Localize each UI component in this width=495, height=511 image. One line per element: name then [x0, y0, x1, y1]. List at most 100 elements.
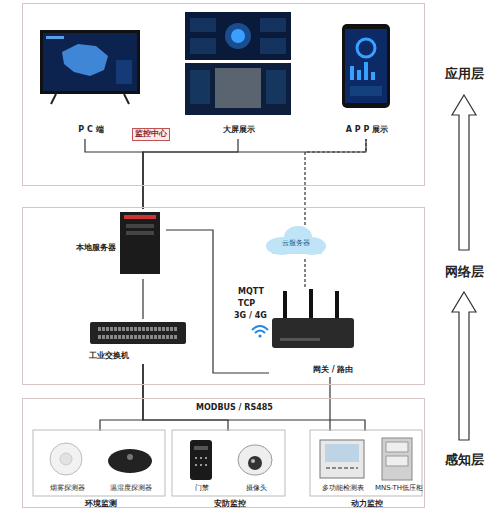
power-meter	[320, 440, 364, 478]
big-screen	[231, 29, 245, 43]
low-voltage-cabinet	[382, 438, 412, 480]
bus-connector	[142, 279, 143, 319]
door-access	[194, 446, 208, 450]
smoke-detector	[60, 453, 72, 465]
low-voltage-cabinet	[386, 442, 408, 452]
node-label: 大屏展示	[184, 125, 294, 135]
humidity-sensor	[108, 449, 152, 473]
node-label: 应用层	[442, 66, 486, 82]
low-voltage-cabinet	[382, 438, 412, 480]
device-node: 多功能检测表	[314, 437, 372, 495]
node-label: 摄像头	[229, 484, 284, 492]
protocol-label: MODBUS / RS485	[196, 403, 273, 413]
big-screen	[260, 18, 286, 32]
power-meter	[325, 444, 359, 462]
group-frame	[33, 430, 165, 496]
bus-connector	[329, 377, 330, 431]
node-label: 安防监控	[173, 499, 286, 509]
device-node: MNS-TH低压柜	[373, 437, 425, 495]
device-group: 环境监测 烟雾探测器温湿度探测器	[34, 431, 167, 509]
device-group: 安防监控 门禁摄像头	[173, 431, 286, 509]
pc-monitor	[40, 30, 140, 104]
door-access	[190, 440, 212, 480]
display-device: P C 端	[39, 27, 143, 139]
server-tower	[126, 231, 154, 235]
node-label: 环境监测	[34, 499, 167, 509]
wifi-symbol	[252, 326, 268, 330]
device-group: 动力监控 多功能检测表MNS-TH低压柜	[311, 431, 423, 509]
display-device: 大屏展示	[184, 11, 294, 139]
pc-monitor	[40, 30, 140, 94]
pc-monitor	[51, 94, 56, 104]
node-label: 本地服务器	[76, 243, 122, 253]
pc-monitor	[116, 60, 132, 84]
node-label: A P P 展示	[336, 125, 398, 135]
smoke-detector	[50, 443, 82, 475]
switch-node: 工业交换机	[89, 319, 189, 364]
humidity-sensor	[127, 454, 133, 460]
bus-connector	[143, 139, 366, 209]
node-label: P C 端	[39, 125, 143, 135]
low-voltage-cabinet	[386, 456, 408, 466]
big-screen	[225, 23, 251, 49]
tablet	[371, 72, 375, 80]
camera-dome	[248, 456, 262, 470]
door-access	[195, 457, 208, 459]
bus-connector	[85, 139, 143, 209]
tablet	[342, 24, 390, 108]
layer-band: 感知层环境监测烟雾探测器温湿度探测器安防监控门禁摄像头动力监控多功能检测表MNS…	[22, 398, 425, 508]
group-frame	[33, 430, 422, 496]
big-screen	[185, 63, 291, 115]
big-screen	[260, 38, 286, 54]
node-label: 监控中心	[132, 129, 170, 139]
switch-device	[90, 322, 186, 344]
door-access	[195, 464, 208, 466]
big-screen	[190, 38, 216, 54]
big-screen	[266, 70, 286, 104]
layer-band: 网络层本地服务器云服务器工业交换机网关 / 路由	[22, 207, 425, 385]
group-frame	[172, 430, 285, 496]
smoke-detector	[50, 443, 82, 475]
tablet	[345, 29, 387, 103]
device-node: 温湿度探测器	[98, 437, 164, 495]
wifi-symbol	[255, 331, 265, 334]
router-device	[309, 289, 313, 321]
node-label: 动力监控	[311, 499, 423, 509]
node-label: 多功能检测表	[314, 484, 372, 492]
router-device	[335, 291, 339, 321]
pc-monitor	[46, 36, 64, 39]
bus-connector	[143, 139, 238, 209]
tablet	[357, 39, 375, 57]
server-tower	[124, 215, 156, 219]
node-label: 工业交换机	[89, 351, 149, 361]
wifi-symbol	[252, 326, 268, 338]
big-screen	[190, 18, 216, 32]
pc-monitor	[62, 44, 108, 76]
node-label: 烟雾探测器	[37, 484, 97, 492]
node-label: 云服务器	[263, 239, 329, 247]
node-label: 感知层	[442, 452, 486, 468]
pc-monitor	[124, 94, 129, 104]
tablet	[364, 62, 368, 80]
router-device	[280, 338, 320, 341]
camera-dome	[251, 459, 255, 463]
camera-dome	[238, 445, 272, 475]
device-node: 摄像头	[229, 437, 284, 495]
protocol-label: MQTT	[238, 287, 264, 297]
device-node: 门禁	[177, 437, 227, 495]
layer-band: 应用层P C 端监控中心大屏展示A P P 展示	[22, 3, 425, 186]
bus-connector	[166, 230, 269, 373]
router-node: 网关 / 路由	[269, 289, 359, 377]
door-access	[190, 440, 212, 480]
layer-arrow	[452, 292, 476, 440]
tablet	[350, 86, 382, 96]
tablet	[350, 66, 354, 80]
dashed-connector	[305, 139, 366, 225]
node-label: MNS-TH低压柜	[373, 484, 425, 492]
switch-device	[98, 327, 178, 331]
protocol-label: 3G / 4G	[234, 311, 267, 321]
big-screen	[215, 68, 261, 108]
dashed-connector	[304, 259, 305, 289]
node-label: 门禁	[177, 484, 227, 492]
